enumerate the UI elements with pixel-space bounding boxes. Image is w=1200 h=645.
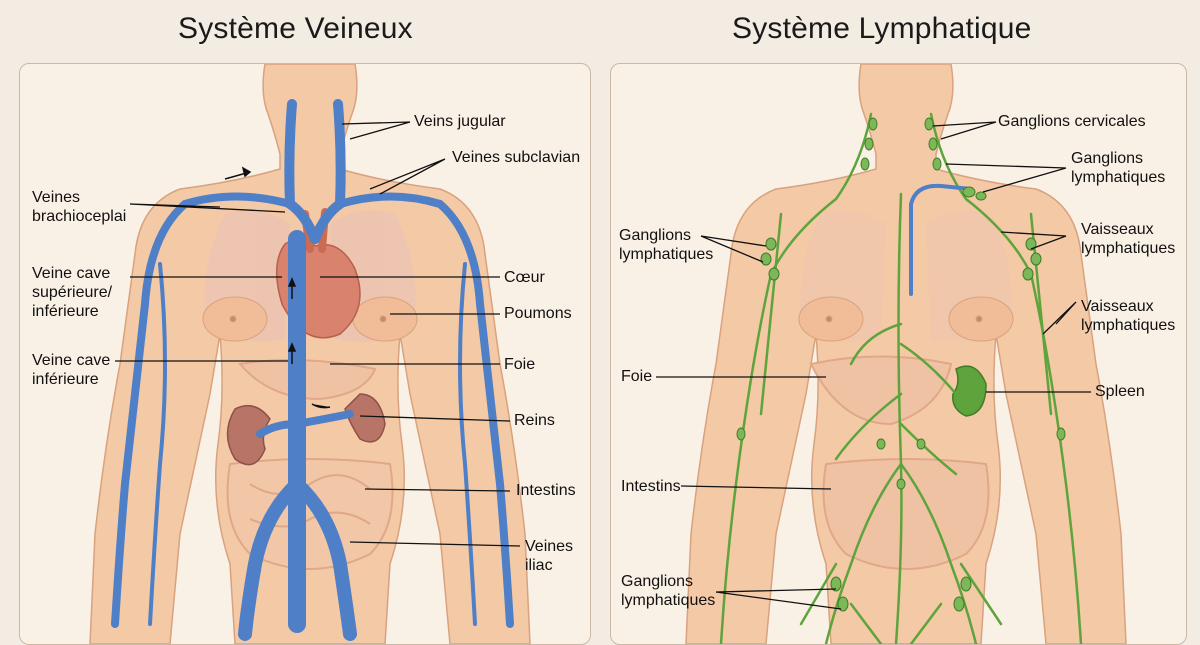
label-line: lymphatiques: [1081, 317, 1176, 334]
label-veine-cave-superieure: Veine cave supérieure/ inférieure: [32, 264, 112, 321]
lymphatic-system-title: Système Lymphatique: [732, 12, 1032, 45]
label-spleen: Spleen: [1095, 383, 1145, 400]
label-line: supérieure/: [32, 284, 113, 301]
kidneys: [226, 393, 386, 466]
label-line: Ganglions: [621, 573, 694, 590]
leader-lines: [656, 121, 1091, 610]
breasts: [798, 296, 1014, 342]
label-line: inférieure: [32, 303, 99, 320]
leader-lines: [115, 121, 521, 547]
body-silhouette: [685, 64, 1127, 644]
body-silhouette: [89, 64, 531, 644]
label-line: Vaisseaux: [1081, 298, 1154, 315]
lymphatic-body-illustration: [656, 64, 1127, 644]
label-line: Vaisseaux: [1081, 221, 1154, 238]
flow-arrows: [224, 166, 331, 409]
label-veine-cave-inferieure: Veine cave inférieure: [32, 351, 110, 389]
abdomen-organs: [809, 355, 990, 570]
label-line: lymphatiques: [619, 246, 714, 263]
label-veines-subclavian: Veines subclavian: [452, 149, 581, 166]
label-line: Ganglions: [619, 227, 692, 244]
lymph-nodes: [736, 117, 1066, 612]
label-line: Veine cave: [32, 352, 111, 369]
label-ganglions-lymphatiques-left: Ganglions lymphatiques: [619, 226, 713, 264]
label-line: Ganglions: [1071, 150, 1144, 167]
label-line: Veines: [525, 538, 574, 555]
venous-body-illustration: [89, 64, 531, 644]
label-ganglions-lymphatiques-bottom: Ganglions lymphatiques: [621, 572, 715, 610]
label-veins-jugular: Veins jugular: [414, 113, 506, 130]
label-foie: Foie: [504, 356, 536, 373]
label-foie: Foie: [621, 368, 653, 385]
label-intestins: Intestins: [516, 482, 576, 499]
label-intestins: Intestins: [621, 478, 681, 495]
label-veines-iliac: Veines iliac: [525, 537, 573, 575]
label-vaisseaux-lymphatiques-2: Vaisseaux lymphatiques: [1081, 297, 1175, 335]
venous-system-panel: Veins jugular Veines subclavian Veines b…: [19, 63, 591, 645]
label-ganglions-lymphatiques-top: Ganglions lymphatiques: [1071, 149, 1165, 187]
label-reins: Reins: [514, 412, 555, 429]
venous-system-title: Système Veineux: [178, 12, 413, 45]
vein-network: [111, 99, 514, 641]
label-line: Veines: [32, 189, 81, 206]
label-poumons: Poumons: [504, 305, 572, 322]
label-ganglions-cervicales: Ganglions cervicales: [998, 113, 1146, 130]
label-line: lymphatiques: [1071, 169, 1166, 186]
label-line: inférieure: [32, 371, 99, 388]
label-coeur: Cœur: [504, 269, 545, 286]
lymphatic-system-panel: Ganglions cervicales Ganglions lymphatiq…: [610, 63, 1187, 645]
label-line: Veine cave: [32, 265, 111, 282]
label-line: lymphatiques: [621, 592, 716, 609]
label-vaisseaux-lymphatiques-1: Vaisseaux lymphatiques: [1081, 220, 1175, 258]
label-line: lymphatiques: [1081, 240, 1176, 257]
breasts: [202, 296, 418, 342]
spleen: [952, 365, 987, 417]
label-line: iliac: [525, 557, 553, 574]
thoracic-duct: [909, 183, 973, 296]
label-line: brachioceplai: [32, 208, 127, 225]
label-veines-brachiocephaliques: Veines brachioceplai: [32, 188, 126, 226]
